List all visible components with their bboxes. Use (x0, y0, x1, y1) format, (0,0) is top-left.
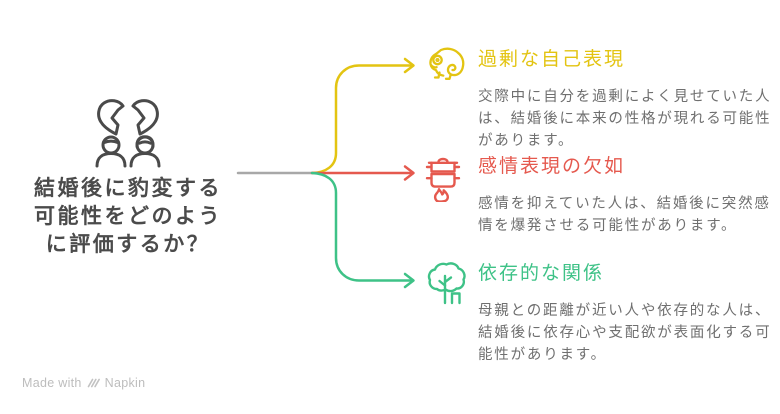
arrowhead-1 (403, 57, 415, 74)
branch-description: 感情を抑えていた人は、結婚後に突然感 情を爆発させる可能性があります。 (478, 196, 771, 234)
watermark-prefix: Made with (22, 376, 82, 390)
branch-line-3 (310, 171, 415, 289)
watermark: Made with Napkin (22, 376, 145, 390)
branch-description: 交際中に自分を過剰によく見せていた人 は、結婚後に本来の性格が現れる可能性 があ… (478, 89, 772, 149)
branch-lack-of-emotional-expression: 感情表現の欠如 感情を抑えていた人は、結婚後に突然感 情を爆発させる可能性があり… (424, 151, 778, 237)
branch-title: 依存的な関係 (478, 263, 605, 284)
branch-title: 感情表現の欠如 (478, 156, 626, 177)
arrowhead-3 (403, 272, 415, 289)
arrowhead-2 (403, 165, 415, 181)
broken-heart-couple-icon (95, 99, 161, 168)
watermark-brand: Napkin (104, 376, 146, 390)
branch-title: 過剰な自己表現 (478, 49, 626, 70)
branch-line-2 (310, 165, 415, 181)
chameleon-icon (429, 47, 465, 80)
branch-excessive-self-expression: 過剰な自己表現 交際中に自分を過剰によく見せていた人 は、結婚後に本来の性格が現… (424, 44, 778, 152)
subject-title: 結婚後に豹変する 可能性をどのよう に評価するか？ (34, 177, 222, 256)
napkin-logo-icon (87, 378, 100, 388)
subject-block: 結婚後に豹変する 可能性をどのよう に評価するか？ (18, 98, 238, 259)
branch-dependent-relationship: 依存的な関係 母親との距離が近い人や依存的な人は、 結婚後に依存心や支配欲が表面… (424, 258, 778, 366)
pressure-pot-icon (425, 157, 461, 202)
branch-line-1 (310, 57, 415, 175)
branch-description: 母親との距離が近い人や依存的な人は、 結婚後に依存心や支配欲が表面化する可 能性… (478, 303, 772, 363)
tree-icon (427, 262, 466, 305)
